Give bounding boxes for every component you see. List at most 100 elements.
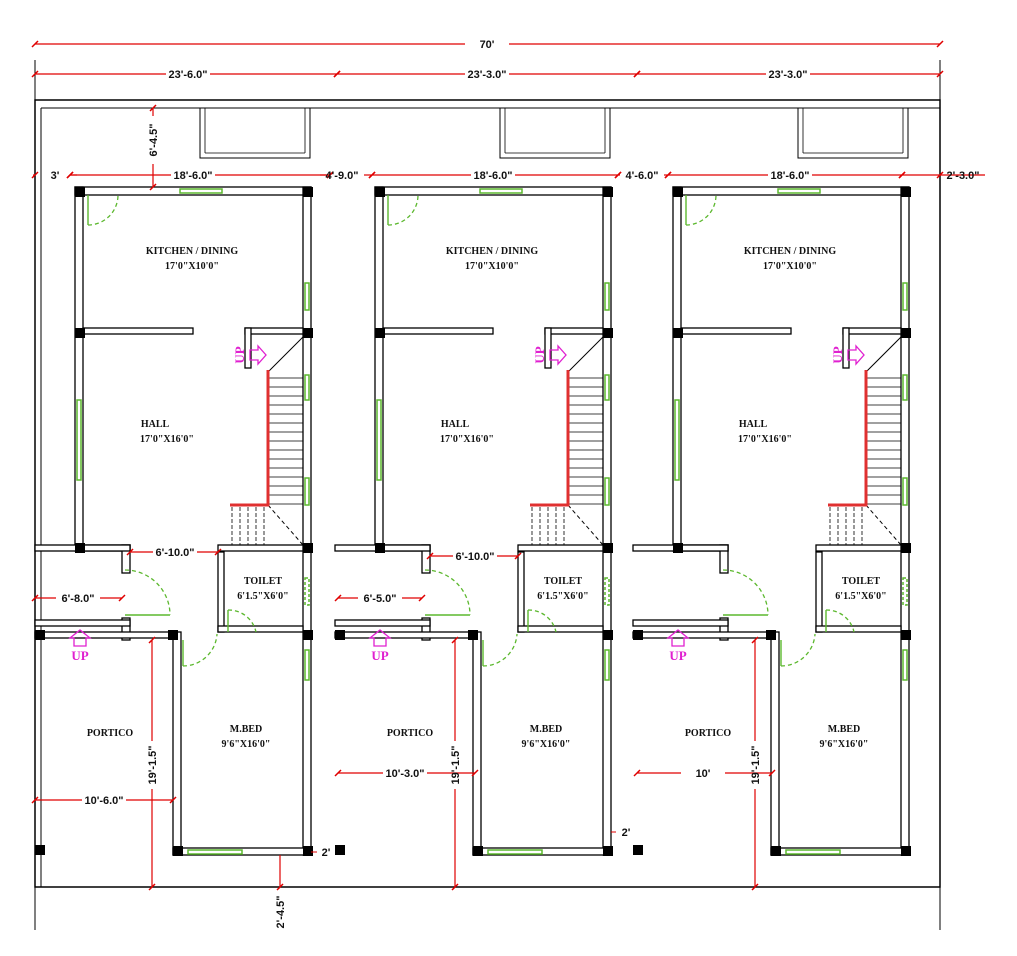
dimension-tick — [276, 883, 284, 891]
column — [766, 630, 776, 640]
dimension-tick — [614, 171, 622, 179]
portico-depth-dim: 19'-1.5" — [750, 745, 762, 784]
stair-handrail — [828, 370, 868, 507]
column — [603, 630, 613, 640]
column — [173, 846, 183, 856]
wall — [719, 617, 729, 641]
dimension-tick — [471, 769, 479, 777]
wall — [172, 631, 182, 856]
inner-dim-0: 3' — [51, 170, 60, 182]
dimension-tick — [333, 70, 341, 78]
ventilator — [902, 577, 908, 606]
dimension-tick — [334, 594, 342, 602]
column — [603, 846, 613, 856]
inner-dim-2: 4'-9.0" — [326, 170, 359, 182]
window — [604, 649, 610, 681]
window — [902, 649, 908, 681]
stair-up-label: UP — [830, 346, 845, 363]
dimension-tick — [169, 796, 177, 804]
window — [604, 282, 610, 311]
kitchen-name: KITCHEN / DINING — [446, 246, 538, 257]
portico-up-label: UP — [669, 648, 686, 663]
wall — [815, 625, 902, 633]
stair-handrail — [530, 370, 570, 507]
column — [673, 543, 683, 553]
wall — [244, 327, 252, 369]
dimension-tick — [334, 769, 342, 777]
stair-cut-line — [267, 504, 304, 546]
dimension-tick — [426, 552, 434, 560]
rear-setback-dim: 2'-4.5" — [275, 896, 287, 929]
wall — [121, 617, 131, 641]
column — [901, 846, 911, 856]
ventilator — [304, 577, 310, 606]
bed-door-swing — [482, 633, 518, 667]
wall — [517, 544, 604, 552]
dimension-tick — [936, 40, 944, 48]
dimension-tick — [368, 171, 376, 179]
dimension-tick — [751, 636, 759, 644]
window — [604, 477, 610, 506]
wall — [82, 327, 194, 335]
wall — [672, 186, 910, 196]
portico-depth-dim: 19'-1.5" — [450, 745, 462, 784]
stair-cut-line — [567, 504, 604, 546]
site-boundary — [34, 60, 941, 930]
unit-3-width-dim: 23'-3.0" — [768, 69, 807, 81]
bed-name: M.BED — [530, 724, 563, 735]
wall — [544, 327, 552, 369]
stair-up-label: UP — [532, 346, 547, 363]
column — [901, 630, 911, 640]
dimension-tick — [768, 769, 776, 777]
portico-up-label: UP — [371, 648, 388, 663]
portico-up-label: UP — [71, 648, 88, 663]
side-gap-dim: 2' — [322, 847, 331, 859]
passage-dim: 6'-10.0" — [155, 547, 194, 559]
wall — [74, 186, 312, 196]
wall — [334, 631, 476, 639]
column — [603, 543, 613, 553]
wall — [382, 327, 494, 335]
window — [376, 399, 382, 481]
dimension-tick — [126, 548, 134, 556]
lobby-door-swing — [124, 569, 171, 616]
portico-width-dim: 10'-3.0" — [385, 768, 424, 780]
wall — [517, 551, 525, 633]
window — [179, 188, 223, 194]
bed-door-swing — [182, 633, 218, 667]
inner-dim-6: 2'-3.0" — [947, 170, 980, 182]
dimension-tick — [31, 796, 39, 804]
dimension-tick — [148, 636, 156, 644]
window — [902, 282, 908, 311]
wall — [842, 327, 902, 335]
toilet-size: 6'1.5"X6'0" — [835, 591, 886, 602]
toilet-name: TOILET — [842, 576, 880, 587]
column — [375, 543, 385, 553]
bed-door-swing — [780, 633, 816, 667]
dimension-tick — [31, 594, 39, 602]
wall — [602, 186, 612, 856]
column — [303, 543, 313, 553]
stair-up-label: UP — [232, 346, 247, 363]
column — [335, 845, 345, 855]
column — [335, 630, 345, 640]
column — [35, 630, 45, 640]
bed-size: 9'6"X16'0" — [820, 739, 869, 750]
wall — [374, 186, 384, 549]
dimension-tick — [214, 548, 222, 556]
kitchen-door-swing — [685, 194, 717, 226]
dimension-tick — [936, 70, 944, 78]
dimension-tick — [514, 552, 522, 560]
portico-width-dim: 10' — [696, 768, 711, 780]
hall-size: 17'0"X16'0" — [140, 434, 194, 445]
portico-name: PORTICO — [685, 728, 732, 739]
balcony-projection — [797, 107, 909, 159]
wall — [544, 327, 604, 335]
dimension-tick — [149, 104, 157, 112]
column — [303, 328, 313, 338]
stair-landing-line — [267, 336, 304, 373]
site-boundary-line — [34, 99, 941, 888]
